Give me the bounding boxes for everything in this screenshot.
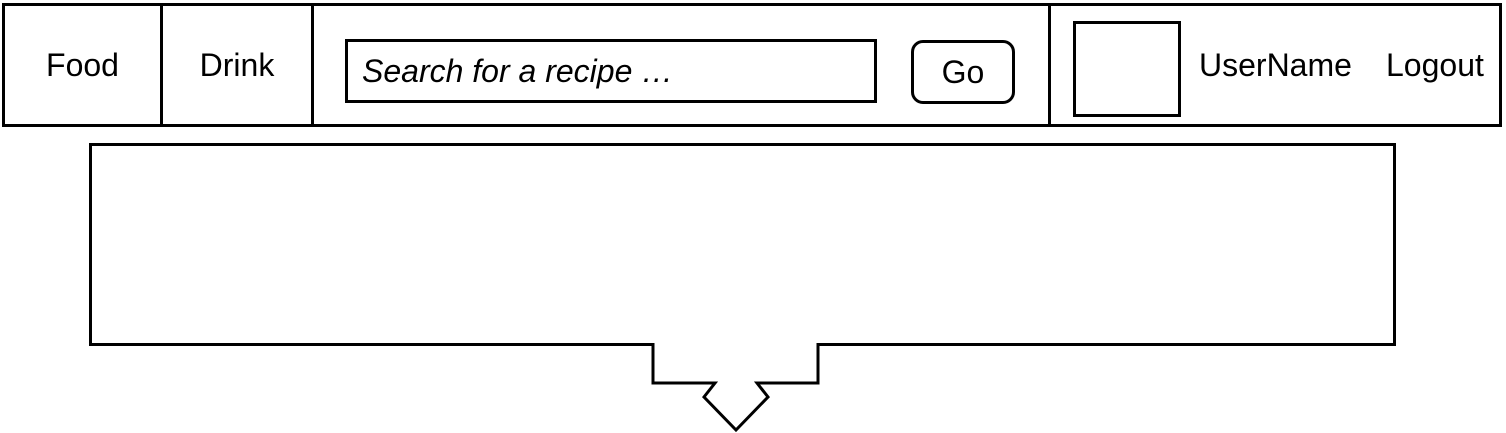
logout-link[interactable]: Logout <box>1386 46 1484 83</box>
search-input[interactable] <box>345 39 877 103</box>
nav-item-drink[interactable]: Drink <box>163 6 311 124</box>
top-navigation-bar: Food Drink Go UserName Logout <box>2 3 1502 127</box>
content-panel <box>89 143 1396 346</box>
nav-item-drink-label: Drink <box>199 46 275 83</box>
nav-item-food[interactable]: Food <box>5 6 160 124</box>
nav-divider <box>160 6 163 124</box>
username-label: UserName <box>1199 46 1352 83</box>
nav-divider <box>311 6 314 124</box>
down-arrow-outline <box>651 343 820 433</box>
nav-divider <box>1048 6 1051 124</box>
avatar <box>1073 21 1181 117</box>
go-button[interactable]: Go <box>911 40 1015 104</box>
nav-item-food-label: Food <box>46 46 119 83</box>
